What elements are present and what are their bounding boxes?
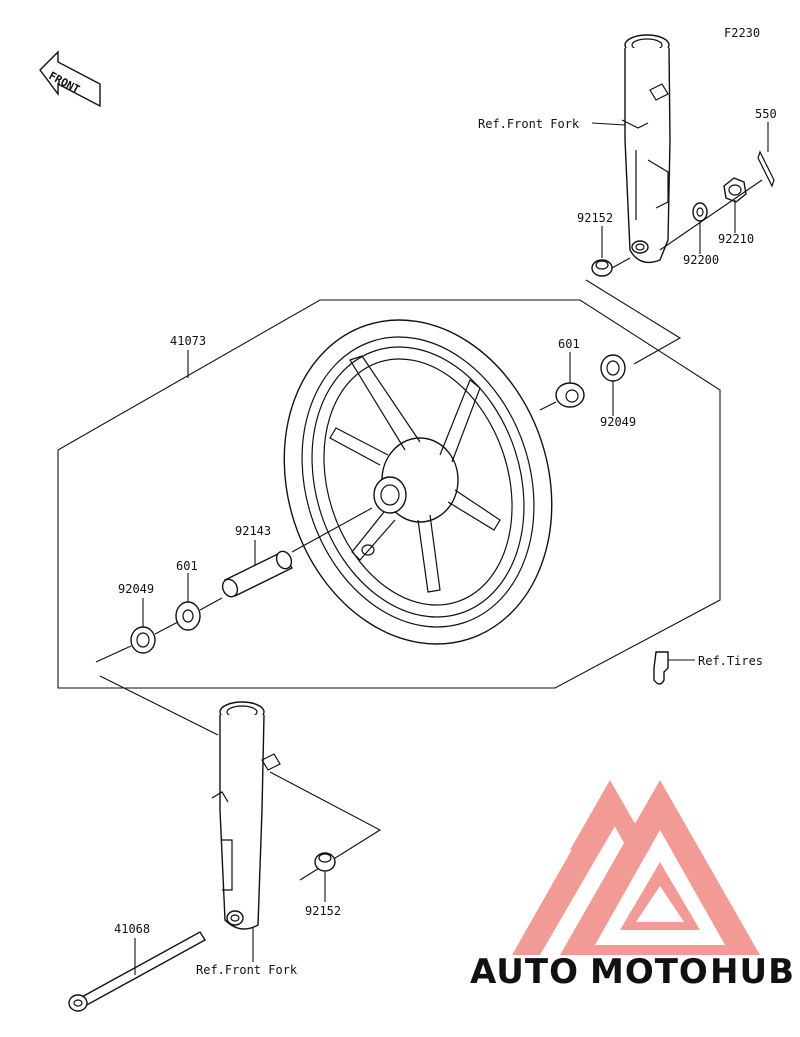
- label-92152-bottom: 92152: [305, 904, 341, 918]
- label-41068: 41068: [114, 922, 150, 936]
- valve-stem-icon: [653, 651, 695, 685]
- part-92049-left-seal: [130, 598, 156, 654]
- automotohub-logo: [512, 780, 760, 955]
- part-92200-washer: [692, 202, 708, 254]
- part-92049-right-seal: [600, 354, 626, 416]
- label-601-left: 601: [176, 559, 198, 573]
- front-arrow-icon: FRONT: [39, 50, 101, 108]
- diagram-code: F2230: [724, 26, 760, 40]
- part-92210-nut: [723, 177, 747, 233]
- automotohub-wordmark: AUTO MOTO HUB: [470, 952, 795, 992]
- part-92152-bottom-collar: [314, 852, 336, 902]
- label-92152-top: 92152: [577, 211, 613, 225]
- part-601-left-collar: [175, 573, 201, 631]
- label-ref-front-fork-bottom: Ref.Front Fork: [196, 963, 298, 977]
- part-601-right-collar: [555, 352, 585, 408]
- logo-text-hub: HUB: [710, 952, 795, 992]
- logo-text-auto: AUTO: [470, 952, 579, 992]
- label-92049-right: 92049: [600, 415, 636, 429]
- top-front-fork: [621, 34, 671, 264]
- label-ref-tires: Ref.Tires: [698, 654, 763, 668]
- logo-text-moto: MOTO: [590, 952, 709, 992]
- label-92143: 92143: [235, 524, 271, 538]
- part-41073-wheel: [283, 319, 553, 645]
- label-ref-front-fork-top: Ref.Front Fork: [478, 117, 580, 131]
- assembly-box: [57, 299, 721, 689]
- bottom-front-fork: [211, 701, 281, 930]
- part-92143-spacer: [221, 540, 294, 598]
- label-550: 550: [755, 107, 777, 121]
- label-601-right: 601: [558, 337, 580, 351]
- label-92049-left: 92049: [118, 582, 154, 596]
- label-92210: 92210: [718, 232, 754, 246]
- part-92152-top-collar: [591, 226, 631, 277]
- part-41068-axle: [68, 931, 206, 1012]
- label-41073: 41073: [170, 334, 206, 348]
- part-550-cotter-pin: [757, 122, 775, 188]
- label-92200: 92200: [683, 253, 719, 267]
